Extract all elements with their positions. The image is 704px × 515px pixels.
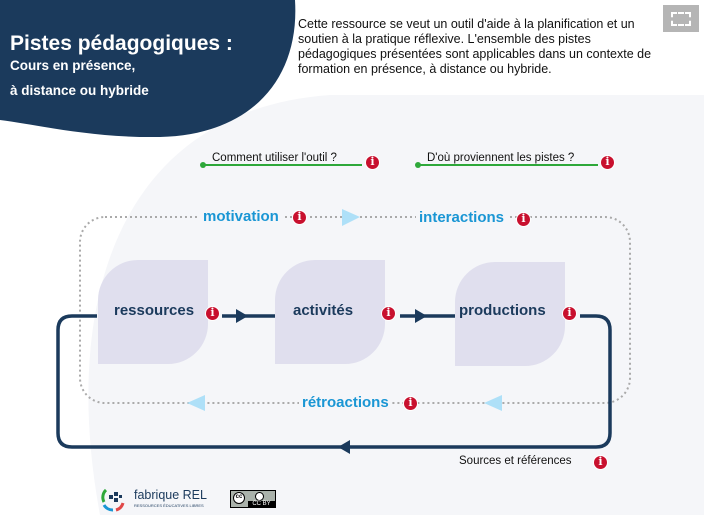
page-title: Pistes pédagogiques :	[10, 32, 233, 55]
node-activites[interactable]: activités	[293, 302, 354, 319]
how-to-link[interactable]: Comment utiliser l'outil ?	[212, 152, 337, 164]
node-productions[interactable]: productions	[459, 302, 546, 319]
node-productions-shape	[455, 262, 565, 366]
origin-label: D'où proviennent les pistes ?	[427, 152, 575, 164]
info-icon[interactable]: i	[292, 210, 307, 225]
info-icon[interactable]: i	[381, 306, 396, 321]
flow-interactions[interactable]: interactions	[416, 209, 508, 226]
fullscreen-icon	[671, 11, 691, 26]
header-blob	[0, 0, 296, 138]
origin-link[interactable]: D'où proviennent les pistes ?	[427, 152, 574, 164]
license-label: CC BY	[248, 501, 275, 507]
node-activites-shape	[275, 260, 385, 364]
sources-link[interactable]: Sources et références	[459, 455, 572, 467]
info-icon[interactable]: i	[205, 306, 220, 321]
flow-retroactions[interactable]: rétroactions	[299, 394, 392, 411]
attribution-icon	[255, 492, 264, 501]
logo-name: fabrique REL	[134, 488, 207, 502]
info-icon[interactable]: i	[600, 155, 615, 170]
subtitle-line1: Cours en présence,	[10, 58, 136, 73]
subtitle-line2: à distance ou hybride	[10, 83, 149, 98]
node-ressources[interactable]: ressources	[114, 302, 195, 319]
flow-motivation[interactable]: motivation	[200, 208, 282, 225]
info-icon[interactable]: i	[593, 455, 608, 470]
info-icon[interactable]: i	[403, 396, 418, 411]
cc-by-license-badge[interactable]: cc CC BY	[230, 490, 276, 508]
info-icon[interactable]: i	[365, 155, 380, 170]
node-ressources-shape	[98, 260, 208, 364]
cc-icon: cc	[233, 492, 245, 504]
info-icon[interactable]: i	[516, 212, 531, 227]
info-icon[interactable]: i	[562, 306, 577, 321]
logo-tagline: RESSOURCES ÉDUCATIVES LIBRES	[134, 503, 204, 508]
how-to-label: Comment utiliser l'outil ?	[212, 152, 337, 164]
fabrique-rel-logo-icon	[101, 488, 125, 512]
description: Cette ressource se veut un outil d'aide …	[298, 17, 652, 76]
fullscreen-button[interactable]	[663, 5, 699, 32]
